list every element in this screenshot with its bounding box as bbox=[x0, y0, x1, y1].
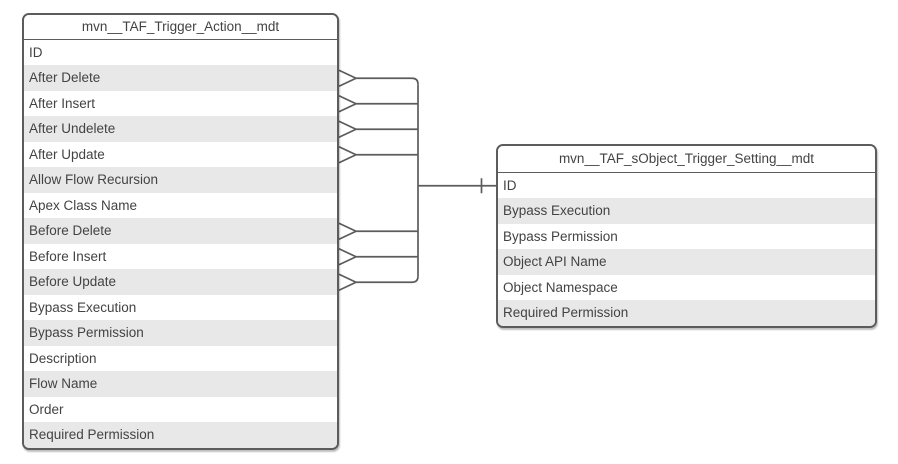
entity-field-row: Description bbox=[24, 345, 337, 371]
entity-field-row: Apex Class Name bbox=[24, 192, 337, 218]
field-label: Allow Flow Recursion bbox=[29, 172, 159, 188]
field-label: Order bbox=[29, 401, 64, 417]
many-arrow-marker-icon bbox=[338, 94, 358, 113]
field-label: Bypass Execution bbox=[29, 299, 137, 315]
field-label: Before Update bbox=[29, 274, 117, 290]
entity-field-row: Bypass Execution bbox=[24, 294, 337, 320]
entity-field-row: After Delete bbox=[24, 65, 337, 91]
many-arrow-marker-icon bbox=[338, 69, 358, 88]
many-arrow-marker-icon bbox=[338, 120, 358, 139]
field-label: ID bbox=[503, 177, 517, 193]
entity-field-row: Object API Name bbox=[498, 249, 875, 275]
field-label: Before Delete bbox=[29, 223, 112, 239]
field-label: Required Permission bbox=[503, 305, 629, 321]
entity-field-row: ID bbox=[498, 172, 875, 198]
field-label: After Delete bbox=[29, 70, 101, 86]
many-arrow-marker-icon bbox=[338, 145, 358, 164]
entity-field-row: Before Update bbox=[24, 269, 337, 295]
entity-field-row: Bypass Permission bbox=[498, 223, 875, 249]
field-label: Apex Class Name bbox=[29, 197, 138, 213]
entity-field-row: Object Namespace bbox=[498, 274, 875, 300]
connector-line bbox=[356, 77, 419, 85]
entity-title: mvn__TAF_sObject_Trigger_Setting__mdt bbox=[498, 146, 875, 173]
field-label: Flow Name bbox=[29, 376, 98, 392]
field-label: Required Permission bbox=[29, 427, 155, 443]
field-label: Object API Name bbox=[503, 254, 607, 270]
field-label: After Update bbox=[29, 146, 105, 162]
entity-field-row: Order bbox=[24, 396, 337, 422]
entity-field-row: Required Permission bbox=[24, 422, 337, 448]
entity-table-sobject-trigger-setting[interactable]: mvn__TAF_sObject_Trigger_Setting__mdt ID… bbox=[496, 144, 877, 328]
entity-title: mvn__TAF_Trigger_Action__mdt bbox=[24, 15, 337, 40]
many-arrow-marker-icon bbox=[338, 247, 358, 266]
entity-field-row: Before Delete bbox=[24, 218, 337, 244]
field-label: Bypass Permission bbox=[29, 325, 144, 341]
field-label: After Insert bbox=[29, 95, 96, 111]
field-label: Object Namespace bbox=[503, 279, 618, 295]
field-label: ID bbox=[29, 44, 43, 60]
entity-field-row: Bypass Execution bbox=[498, 198, 875, 224]
entity-field-row: Bypass Permission bbox=[24, 320, 337, 346]
field-label: Bypass Permission bbox=[503, 228, 618, 244]
entity-field-row: After Update bbox=[24, 141, 337, 167]
many-arrow-marker-icon bbox=[338, 222, 358, 241]
entity-field-row: ID bbox=[24, 39, 337, 65]
entity-field-row: After Insert bbox=[24, 90, 337, 116]
field-label: After Undelete bbox=[29, 121, 116, 137]
field-label: Description bbox=[29, 350, 97, 366]
entity-field-row: Allow Flow Recursion bbox=[24, 167, 337, 193]
field-label: Before Insert bbox=[29, 248, 107, 264]
entity-field-row: Required Permission bbox=[498, 300, 875, 326]
entity-field-row: Before Insert bbox=[24, 243, 337, 269]
entity-field-row: Flow Name bbox=[24, 371, 337, 397]
entity-field-row: After Undelete bbox=[24, 116, 337, 142]
field-label: Bypass Execution bbox=[503, 203, 611, 219]
connector-line bbox=[356, 276, 419, 284]
entity-table-trigger-action[interactable]: mvn__TAF_Trigger_Action__mdt ID After Del… bbox=[22, 13, 339, 450]
many-arrow-marker-icon bbox=[338, 273, 358, 292]
